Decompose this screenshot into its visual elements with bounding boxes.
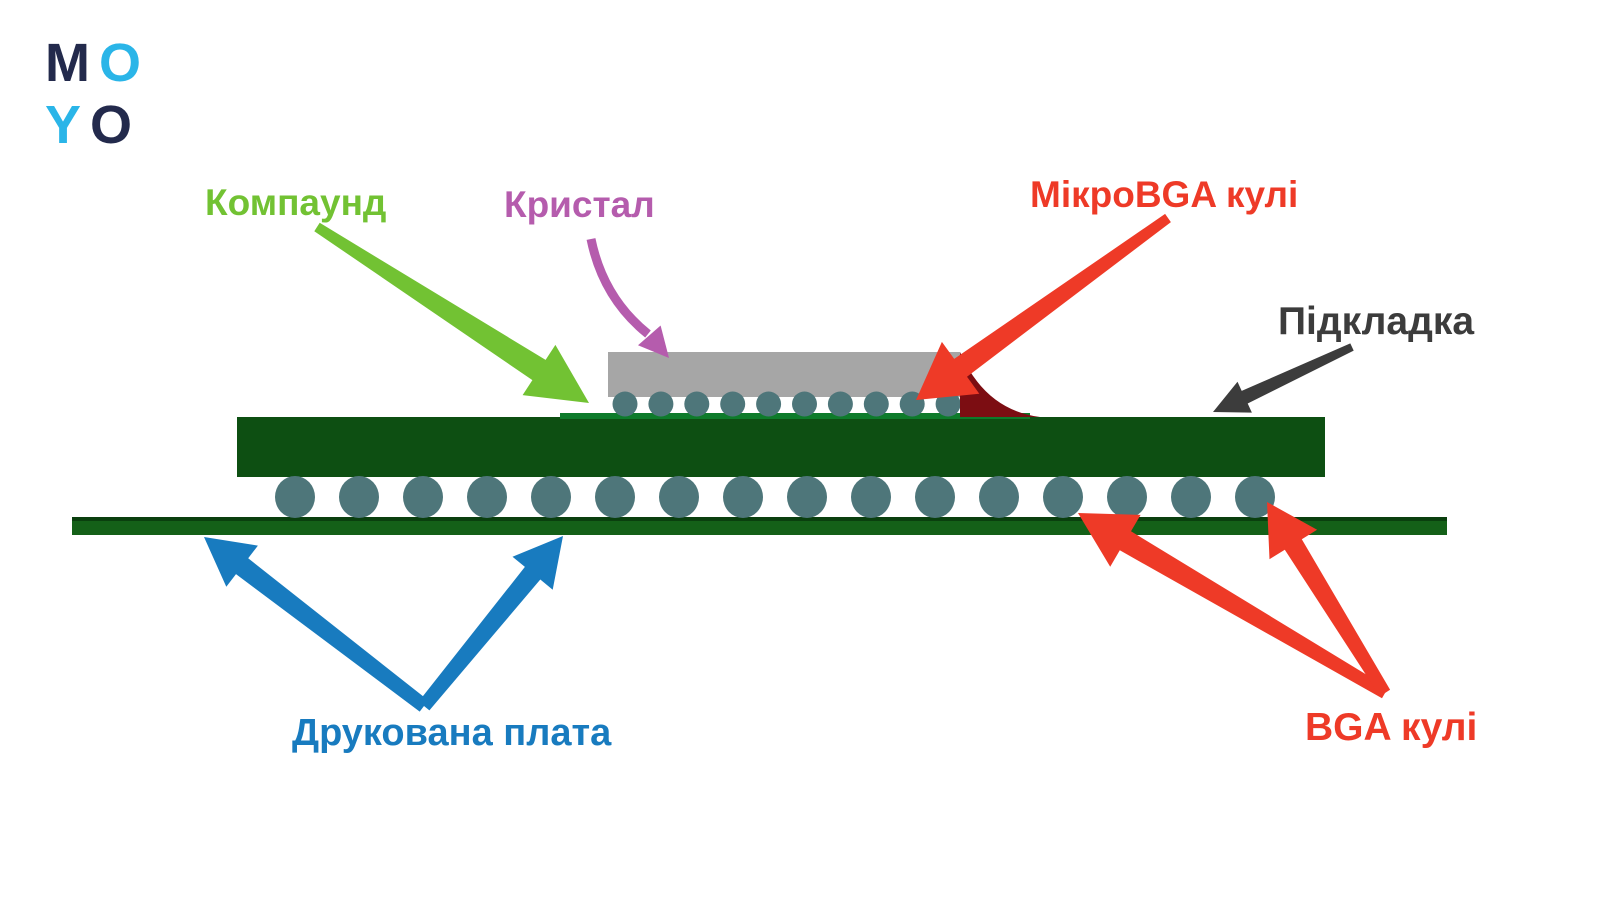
logo-line-2: YO [45,94,150,156]
pcb-arrow-left [204,537,429,712]
micro-bga-ball [720,391,746,417]
crystal-arrow-head [638,325,669,358]
bga-ball [1043,476,1083,518]
microbga-arrow [916,213,1171,400]
micro-bga-ball [684,391,710,417]
bga-ball [723,476,763,518]
micro-bga-ball-row [612,391,961,417]
pcb-top-edge [72,517,1447,521]
micro-bga-ball [827,391,853,417]
microbga-balls-label: МікроBGA кулі [1030,174,1299,215]
logo-letter-o1: O [98,33,150,93]
substrate-label: Підкладка [1278,300,1475,343]
bga-ball [1171,476,1211,518]
bga-ball [1235,476,1275,518]
micro-bga-ball [756,391,782,417]
bga-ball [595,476,635,518]
bga-ball [403,476,443,518]
micro-bga-ball [792,391,817,417]
moyo-logo: MO YO [45,32,150,156]
bga-ball [1107,476,1147,518]
bga-ball [467,476,507,518]
bga-ball [851,476,891,518]
crystal-label: Кристал [504,184,655,225]
micro-bga-ball [612,391,638,417]
bga-ball [275,476,315,518]
micro-bga-ball [935,391,961,417]
micro-bga-ball [648,391,674,417]
pcb-arrow-right [418,536,563,711]
bga-ball [531,476,571,518]
logo-letter-m: M [45,33,99,93]
logo-letter-o2: O [90,95,142,155]
bga-balls-label: BGA кулі [1305,706,1478,749]
bga-ball [979,476,1019,518]
bga-arrow-right [1267,502,1391,697]
substrate-arrow [1213,343,1354,413]
bga-ball [787,476,827,518]
printed-circuit-board-label: Друкована плата [292,712,612,754]
logo-line-1: MO [45,32,150,94]
bga-ball [659,476,699,518]
compound-label: Компаунд [205,182,387,223]
die-rect [608,352,960,397]
micro-bga-ball [863,391,889,417]
logo-letter-y: Y [45,95,91,155]
compound-fillet-right [960,352,1040,417]
compound-arrow [314,222,589,403]
bga-ball [339,476,379,518]
substrate-bar [237,417,1325,477]
bga-arrow-left [1078,513,1388,699]
bga-ball [915,476,955,518]
substrate-top-highlight [560,413,1030,419]
bga-ball-row [275,476,1275,518]
crystal-arrow-shaft [586,238,651,338]
